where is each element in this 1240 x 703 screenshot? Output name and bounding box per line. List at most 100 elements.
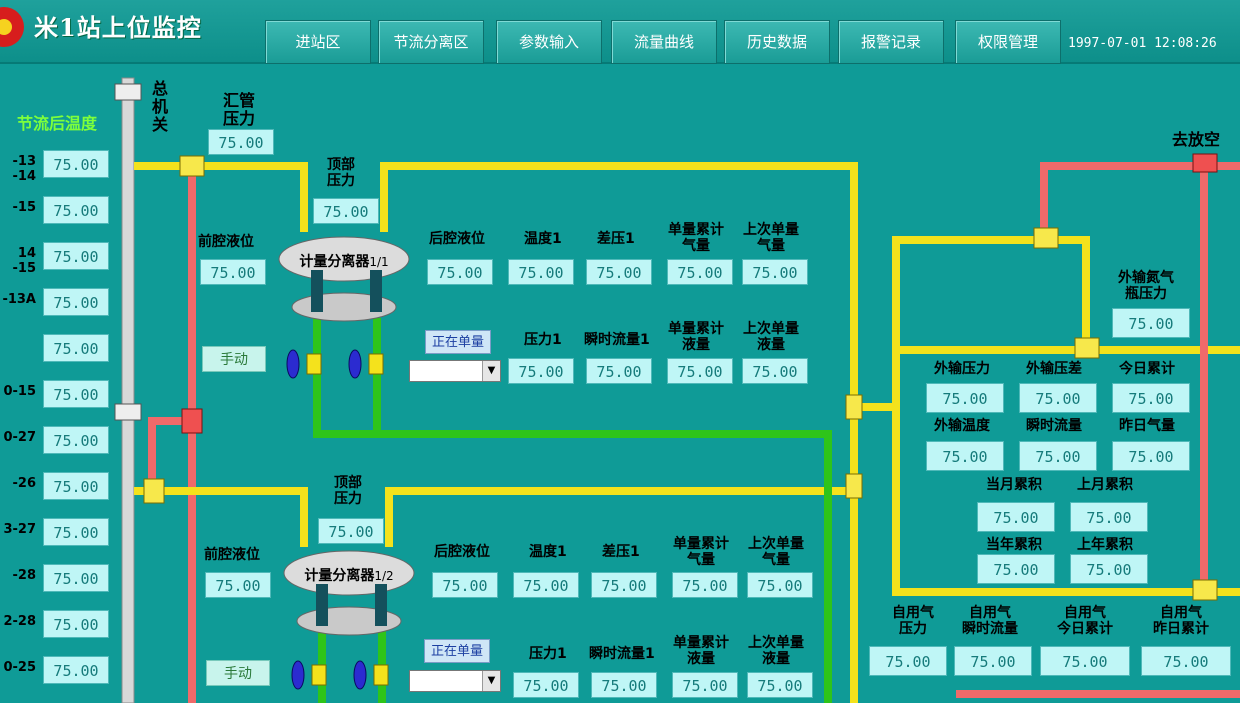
sep2-gas-cumulative-label: 单量累计 气量 xyxy=(673,536,729,568)
sep2-liquid-cumulative-value: 75.00 xyxy=(672,672,738,698)
self-pressure-value: 75.00 xyxy=(869,646,947,676)
export-diff-value: 75.00 xyxy=(1019,383,1097,413)
liquid-pipe-1 xyxy=(313,430,831,438)
nav-entry-area[interactable]: 进站区 xyxy=(265,20,371,64)
temperature-row-value: 75.00 xyxy=(43,380,109,408)
sep1-rear-level-value: 75.00 xyxy=(427,259,493,285)
main-header-pipe xyxy=(121,77,135,703)
temperature-row-label: -13A xyxy=(2,292,36,307)
nitrogen-pressure-label: 外输氮气 瓶压力 xyxy=(1118,270,1174,302)
sep2-well-select[interactable]: ▼ xyxy=(409,670,501,692)
export-temp-label: 外输温度 xyxy=(934,418,990,434)
sep2-vessel-icon xyxy=(283,550,415,636)
sep2-last-liquid-value: 75.00 xyxy=(747,672,813,698)
sep2-pressure-label: 压力1 xyxy=(529,646,567,662)
self-today-value: 75.00 xyxy=(1040,646,1130,676)
nav-throttle-separation[interactable]: 节流分离区 xyxy=(378,20,484,64)
sep1-manual-button[interactable]: 手动 xyxy=(202,346,266,372)
sep1-vessel-icon xyxy=(278,236,410,322)
sep1-pressure-value: 75.00 xyxy=(508,358,574,384)
temperature-row-label: 0-25 xyxy=(3,660,36,675)
last-month-total-label: 上月累积 xyxy=(1077,477,1133,493)
temperature-row-label: -15 xyxy=(12,200,37,215)
company-logo-icon xyxy=(0,7,24,47)
sep1-gas-cumulative-value: 75.00 xyxy=(667,259,733,285)
gas-pipe-right-riser xyxy=(850,162,858,703)
sep1-name: 计量分离器1/1 xyxy=(299,254,389,270)
temperature-row-value: 75.00 xyxy=(43,610,109,638)
sep2-last-liquid-label: 上次单量 液量 xyxy=(748,635,804,667)
sep2-liquid-cumulative-label: 单量累计 液量 xyxy=(673,635,729,667)
nav-alarm-records[interactable]: 报警记录 xyxy=(838,20,944,64)
sep2-rear-level-label: 后腔液位 xyxy=(434,544,490,560)
yesterday-gas-value: 75.00 xyxy=(1112,441,1190,471)
sep2-temp-value: 75.00 xyxy=(513,572,579,598)
sep1-rear-level-label: 后腔液位 xyxy=(429,231,485,247)
sep2-diff-pressure-label: 差压1 xyxy=(602,544,640,560)
sep2-instant-flow-value: 75.00 xyxy=(591,672,657,698)
app-title: 米1站上位监控 xyxy=(34,13,202,42)
self-yesterday-value: 75.00 xyxy=(1141,646,1231,676)
sep2-temp-label: 温度1 xyxy=(529,544,567,560)
top-bar: 米1站上位监控 进站区 节流分离区 参数输入 流量曲线 历史数据 报警记录 权限… xyxy=(0,0,1240,64)
sep2-valve-icons[interactable] xyxy=(290,657,394,693)
sep1-front-level-value: 75.00 xyxy=(200,259,266,285)
datetime-display: 1997-07-01 12:08:26 xyxy=(1068,36,1217,51)
nav-permission-management[interactable]: 权限管理 xyxy=(955,20,1061,64)
sep1-liquid-cumulative-value: 75.00 xyxy=(667,358,733,384)
header-pressure-label: 汇管 压力 xyxy=(222,91,255,128)
sep1-front-level-label: 前腔液位 xyxy=(198,234,254,250)
nav-parameter-input[interactable]: 参数输入 xyxy=(496,20,602,64)
sep1-diff-pressure-value: 75.00 xyxy=(586,259,652,285)
sep2-metering-button[interactable]: 正在单量 xyxy=(424,639,490,663)
nav-flow-curve[interactable]: 流量曲线 xyxy=(611,20,717,64)
self-pressure-label: 自用气 压力 xyxy=(892,605,934,637)
sep2-last-gas-label: 上次单量 气量 xyxy=(748,536,804,568)
sep2-last-gas-value: 75.00 xyxy=(747,572,813,598)
temperature-row-value: 75.00 xyxy=(43,334,109,362)
gas-pipe-top xyxy=(134,162,306,170)
sep1-diff-pressure-label: 差压1 xyxy=(597,231,635,247)
temperature-row-value: 75.00 xyxy=(43,472,109,500)
instant-flow-value: 75.00 xyxy=(1019,441,1097,471)
sep1-pressure-label: 压力1 xyxy=(524,332,562,348)
sep2-manual-button[interactable]: 手动 xyxy=(206,660,270,686)
sep1-last-gas-label: 上次单量 气量 xyxy=(743,222,799,254)
export-diff-label: 外输压差 xyxy=(1026,361,1082,377)
year-total-value: 75.00 xyxy=(977,554,1055,584)
export-pressure-label: 外输压力 xyxy=(934,361,990,377)
sep1-gas-cumulative-label: 单量累计 气量 xyxy=(668,222,724,254)
self-instant-label: 自用气 瞬时流量 xyxy=(962,605,1018,637)
sep2-rear-level-value: 75.00 xyxy=(432,572,498,598)
red-pipe-left xyxy=(188,170,196,703)
today-total-value: 75.00 xyxy=(1112,383,1190,413)
temperature-row-value: 75.00 xyxy=(43,150,109,178)
temperature-row-value: 75.00 xyxy=(43,242,109,270)
chevron-down-icon: ▼ xyxy=(482,671,500,691)
self-instant-value: 75.00 xyxy=(954,646,1032,676)
sep1-metering-button[interactable]: 正在单量 xyxy=(425,330,491,354)
sep2-gas-cumulative-value: 75.00 xyxy=(672,572,738,598)
temperature-row-label: 14 -15 xyxy=(12,246,37,276)
post-throttle-temp-title: 节流后温度 xyxy=(17,114,98,133)
export-temp-value: 75.00 xyxy=(926,441,1004,471)
sep1-valve-icons[interactable] xyxy=(285,346,389,382)
sep2-diff-pressure-value: 75.00 xyxy=(591,572,657,598)
temperature-row-label: 3-27 xyxy=(3,522,36,537)
sep2-front-level-label: 前腔液位 xyxy=(204,547,260,563)
main-switch-label: 总 机 关 xyxy=(151,79,168,134)
sep1-well-select[interactable]: ▼ xyxy=(409,360,501,382)
sep1-top-pressure-value: 75.00 xyxy=(313,198,379,224)
temperature-row-value: 75.00 xyxy=(43,426,109,454)
sep1-liquid-cumulative-label: 单量累计 液量 xyxy=(668,321,724,353)
temperature-row-label: -28 xyxy=(12,568,37,583)
chevron-down-icon: ▼ xyxy=(482,361,500,381)
sep2-name: 计量分离器1/2 xyxy=(304,568,394,584)
nav-history-data[interactable]: 历史数据 xyxy=(724,20,830,64)
export-pressure-value: 75.00 xyxy=(926,383,1004,413)
temperature-row-value: 75.00 xyxy=(43,196,109,224)
instant-flow-label: 瞬时流量 xyxy=(1026,418,1082,434)
temperature-row-value: 75.00 xyxy=(43,518,109,546)
last-year-total-label: 上年累积 xyxy=(1077,537,1133,553)
sep1-top-pressure-label: 顶部 压力 xyxy=(327,157,355,189)
